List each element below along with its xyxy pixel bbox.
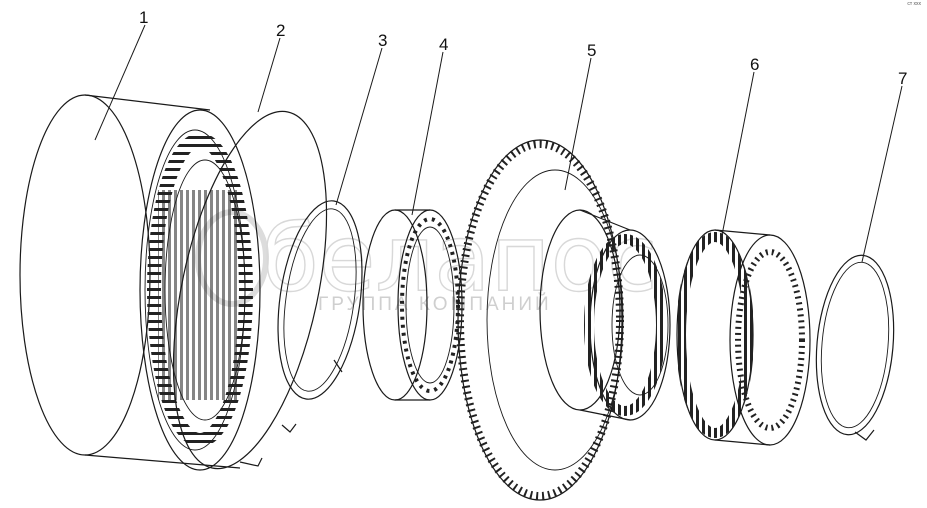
callout-labels: 1 2 3 4 5 6 7 (139, 8, 907, 88)
leader-line-7 (861, 85, 903, 263)
leader-line-5 (564, 57, 592, 191)
callout-number-2: 2 (276, 21, 285, 40)
leader-line-6 (721, 71, 755, 236)
callout-number-1: 1 (139, 8, 148, 27)
leader-lines (94, 24, 903, 263)
part-splined-sleeve (676, 229, 811, 446)
part-snap-ring-small (277, 200, 363, 433)
part-snap-ring-large (172, 110, 328, 470)
leader-line-1 (94, 24, 146, 141)
corner-code: ст ххх (907, 1, 921, 7)
callout-number-5: 5 (587, 41, 596, 60)
leader-line-3 (335, 47, 383, 206)
part-gear-hub (456, 139, 671, 501)
part-ring-gear-housing (19, 94, 261, 471)
callout-number-3: 3 (378, 31, 387, 50)
leader-line-4 (411, 51, 444, 216)
part-retaining-ring (815, 254, 895, 441)
callout-number-4: 4 (439, 35, 448, 54)
callout-number-7: 7 (898, 69, 907, 88)
leader-line-2 (257, 37, 281, 113)
callout-number-6: 6 (750, 55, 759, 74)
watermark-subtitle: ГРУППА КОМПАНИЙ (318, 293, 552, 315)
